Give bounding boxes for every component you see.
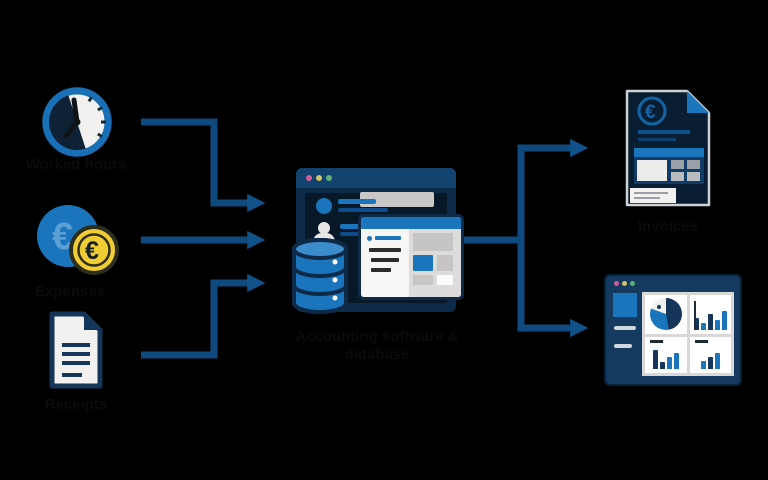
caption-center-line1: Accounting software & (295, 328, 459, 345)
pie-chart-icon (649, 298, 682, 330)
traffic-dot-green-icon (326, 175, 332, 181)
caption-worked-hours: Worked hours (25, 156, 127, 173)
euro-symbol-coin: € (85, 237, 99, 265)
list-line (371, 258, 399, 262)
list-line (371, 268, 391, 272)
mini-bar (707, 357, 713, 369)
app-window-titlebar (296, 168, 456, 188)
list-line (338, 208, 388, 212)
bar-chart-tile-right (689, 337, 731, 373)
bar-chart-tile-top (689, 295, 731, 334)
mini-bar (714, 320, 720, 330)
bar-chart-tile-left (645, 337, 687, 373)
traffic-dot-yellow-icon (622, 281, 627, 286)
sidebar-line (614, 344, 632, 348)
user-avatar-icon (316, 198, 332, 214)
euro-coins-icon: € € (37, 205, 119, 275)
app-input-bar (360, 192, 434, 207)
bullet-dot-icon (367, 236, 372, 241)
mini-bar (659, 362, 665, 369)
mini-bar (707, 314, 713, 330)
dashboard-window-icon (604, 274, 742, 386)
arrow-hours-to-database (141, 118, 266, 213)
database-icon (292, 238, 348, 314)
list-line (340, 232, 368, 236)
mini-bar (714, 353, 720, 369)
document-icon (49, 311, 103, 389)
mini-bar (700, 323, 706, 330)
pie-chart-tile (645, 295, 687, 334)
preview-block (413, 275, 433, 285)
person-icon-body (313, 233, 335, 242)
preview-block (437, 275, 453, 285)
mini-bar (700, 361, 706, 369)
sidebar-line (614, 326, 636, 330)
mini-bar (673, 353, 679, 369)
traffic-dot-green-icon (630, 281, 635, 286)
list-line (369, 248, 401, 252)
sidebar-tile (613, 293, 637, 317)
caption-expenses: Expenses (34, 283, 106, 300)
chart-title-dash (694, 340, 708, 343)
caption-invoices: Invoices (637, 218, 699, 235)
preview-block-blue (413, 255, 433, 271)
pie-dot-icon (656, 305, 661, 309)
list-line (375, 236, 401, 240)
arrow-to-invoice (517, 138, 589, 240)
list-line (338, 199, 376, 204)
mini-bar (666, 357, 672, 369)
euro-symbol-invoice: € (645, 102, 656, 123)
person-icon (318, 222, 330, 234)
caption-receipts: Receipts (44, 396, 108, 413)
chart-axis (693, 301, 696, 330)
chart-title-dash (650, 340, 663, 343)
modal-window (358, 214, 464, 300)
modal-titlebar (361, 217, 461, 229)
preview-block (413, 233, 453, 251)
traffic-dot-yellow-icon (316, 175, 322, 181)
traffic-dot-pink-icon (614, 281, 619, 286)
preview-block (437, 255, 453, 271)
mini-bar (721, 311, 727, 330)
dashboard-panel (642, 292, 734, 376)
euro-symbol-large: € (52, 216, 73, 258)
mini-bar (693, 318, 699, 330)
clock-icon (42, 87, 112, 157)
mini-bar (652, 350, 658, 369)
modal-list-panel (361, 229, 409, 297)
arrow-documents-to-database (141, 273, 266, 359)
traffic-dot-pink-icon (306, 175, 312, 181)
arrow-to-dashboard (517, 240, 589, 338)
invoice-document-icon: € (625, 89, 711, 207)
modal-preview-panel (409, 229, 461, 297)
caption-center-line2: database (344, 346, 410, 363)
